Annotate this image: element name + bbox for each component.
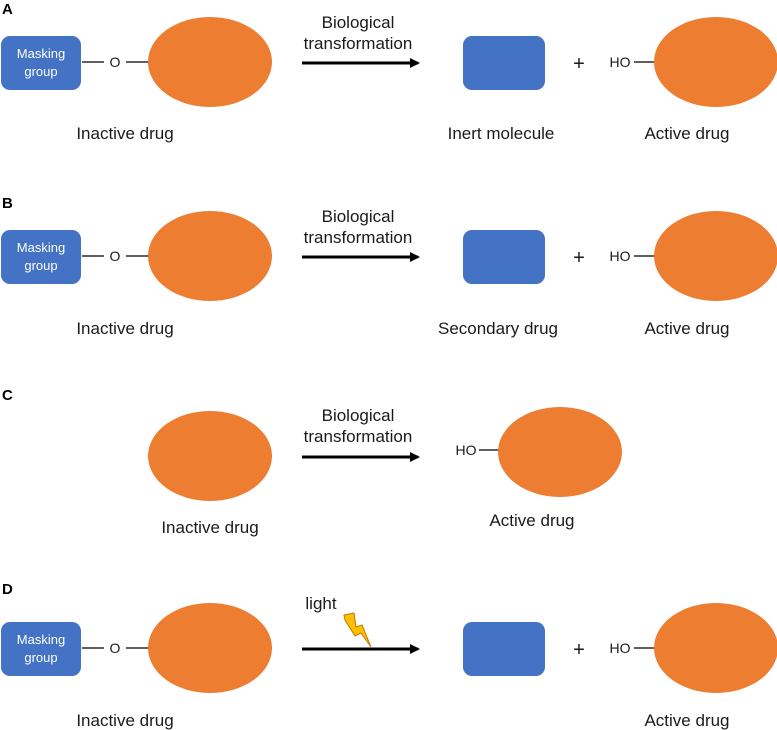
- active-drug-label: Active drug: [489, 511, 574, 530]
- light-label: light: [305, 594, 336, 613]
- active-drug-ellipse: [654, 211, 777, 301]
- hydroxyl-label: HO: [610, 54, 631, 70]
- oxygen-linker-label: O: [110, 248, 121, 264]
- active-drug-label: Active drug: [644, 124, 729, 143]
- inactive-drug-label: Inactive drug: [161, 518, 258, 537]
- arrow-label-line1: Biological: [322, 406, 395, 425]
- arrow-label-line2: transformation: [304, 427, 413, 446]
- masking-group-label-line1: Masking: [17, 46, 65, 61]
- secondary-drug-label: Secondary drug: [438, 319, 558, 338]
- active-drug-label: Active drug: [644, 319, 729, 338]
- panel-d: D Masking group O Inactive drug light + …: [1, 581, 777, 730]
- inactive-drug-ellipse: [148, 211, 272, 301]
- plus-sign: +: [573, 247, 585, 269]
- panel-c: C Inactive drug Biological transformatio…: [2, 387, 622, 537]
- arrow-label-line1: Biological: [322, 207, 395, 226]
- hydroxyl-label: HO: [610, 640, 631, 656]
- oxygen-linker-label: O: [110, 640, 121, 656]
- plus-sign: +: [573, 639, 585, 661]
- panel-c-letter: C: [2, 387, 13, 404]
- inactive-drug-ellipse: [148, 603, 272, 693]
- panel-b: B Masking group O Inactive drug Biologic…: [1, 195, 777, 338]
- inert-molecule-label: Inert molecule: [448, 124, 555, 143]
- active-drug-ellipse: [654, 603, 777, 693]
- inert-molecule-box: [463, 36, 545, 90]
- arrow-label-line2: transformation: [304, 228, 413, 247]
- active-drug-ellipse: [654, 17, 777, 107]
- hydroxyl-label: HO: [610, 248, 631, 264]
- masking-group-box: [1, 36, 81, 90]
- panel-a-letter: A: [2, 1, 13, 18]
- oxygen-linker-label: O: [110, 54, 121, 70]
- masking-group-box: [1, 230, 81, 284]
- secondary-drug-box: [463, 230, 545, 284]
- inactive-drug-ellipse: [148, 411, 272, 501]
- lightning-bolt-icon: [343, 612, 372, 648]
- arrow-label-line1: Biological: [322, 13, 395, 32]
- active-drug-ellipse: [498, 407, 622, 497]
- panel-d-letter: D: [2, 581, 13, 598]
- masking-group-label-line1: Masking: [17, 240, 65, 255]
- panel-b-letter: B: [2, 195, 13, 212]
- plus-sign: +: [573, 53, 585, 75]
- arrow-label-line2: transformation: [304, 34, 413, 53]
- inactive-drug-label: Inactive drug: [76, 711, 173, 730]
- inactive-drug-label: Inactive drug: [76, 124, 173, 143]
- masking-group-label-line2: group: [24, 64, 57, 79]
- panel-a: A Masking group O Inactive drug Biologic…: [1, 1, 777, 143]
- masking-group-label-line2: group: [24, 650, 57, 665]
- inactive-drug-label: Inactive drug: [76, 319, 173, 338]
- masking-group-fragment-box: [463, 622, 545, 676]
- active-drug-label: Active drug: [644, 711, 729, 730]
- masking-group-label-line1: Masking: [17, 632, 65, 647]
- inactive-drug-ellipse: [148, 17, 272, 107]
- hydroxyl-label: HO: [456, 442, 477, 458]
- masking-group-box: [1, 622, 81, 676]
- masking-group-label-line2: group: [24, 258, 57, 273]
